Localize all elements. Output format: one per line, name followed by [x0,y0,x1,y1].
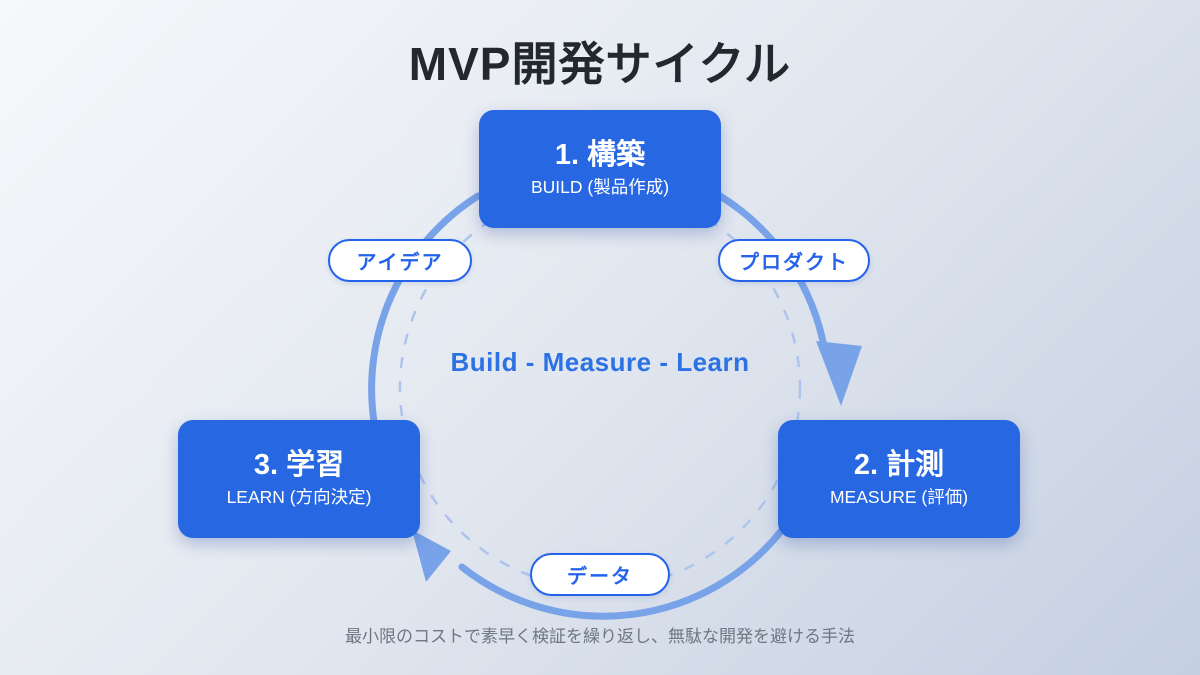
arc-learn-to-build-icon [368,192,482,432]
center-label: Build - Measure - Learn [450,347,750,377]
flow-pill-product: プロダクト [718,239,870,282]
page-title: MVP開発サイクル [408,38,792,90]
stage-measure-subtitle: MEASURE (評価) [829,487,969,508]
stage-build-subtitle: BUILD (製品作成) [530,177,670,198]
stage-learn-subtitle: LEARN (方向決定) [226,487,372,508]
arrowhead-down-icon [816,341,862,406]
arrowhead-up-left-icon [412,530,451,582]
flow-pill-idea: アイデア [328,239,472,282]
arc-measure-to-learn-icon [458,526,786,620]
stage-card-learn: 3. 学習 LEARN (方向決定) [178,420,420,538]
caption-text: 最小限のコストで素早く検証を繰り返し、無駄な開発を避ける手法 [345,627,855,646]
flow-pill-data: データ [530,553,670,596]
stage-measure-title: 2. 計測 [853,449,945,482]
stage-card-measure: 2. 計測 MEASURE (評価) [778,420,1020,538]
stage-card-build: 1. 構築 BUILD (製品作成) [479,110,721,228]
stage-build-title: 1. 構築 [554,139,646,172]
stage-learn-title: 3. 学習 [253,449,345,482]
